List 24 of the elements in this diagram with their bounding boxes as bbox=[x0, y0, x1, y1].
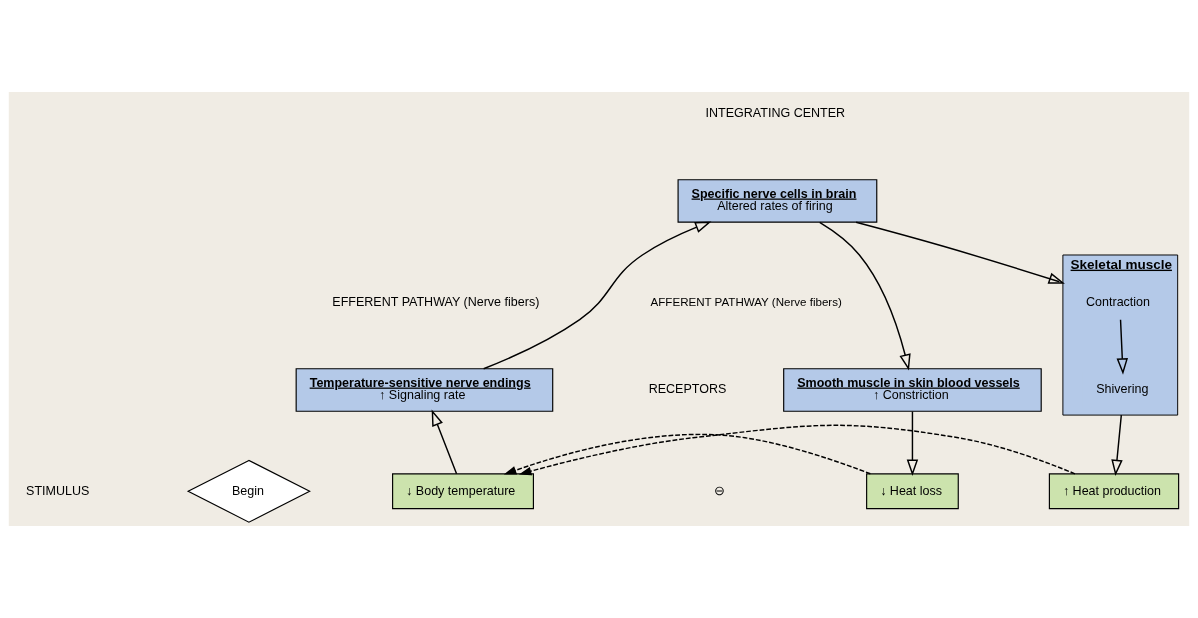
node-box: Temperature-sensitive nerve endings ↑ Signaling rate bbox=[295, 368, 554, 412]
node-box: ↑ Heat production bbox=[1048, 473, 1180, 510]
label: INTEGRATING CENTER bbox=[705, 105, 846, 120]
arrow bbox=[503, 433, 872, 475]
arrow bbox=[1116, 319, 1128, 375]
edge-label: AFFERENT PATHWAY (Nerve fibers) bbox=[650, 295, 842, 308]
arrow bbox=[906, 410, 919, 476]
node-text: Contraction bbox=[1086, 294, 1151, 309]
label: EFFERENT PATHWAY (Nerve fibers) bbox=[332, 294, 540, 309]
node-box: Specific nerve cells in brain Altered rates of firing bbox=[677, 179, 878, 223]
arrow bbox=[1111, 414, 1123, 477]
node-box: ↓ Heat loss bbox=[866, 473, 959, 510]
arrow bbox=[518, 424, 1076, 476]
arrow bbox=[818, 221, 911, 371]
label: ⊖ bbox=[713, 483, 725, 498]
node-box: ↓ Body temperature bbox=[392, 473, 534, 510]
arrow bbox=[855, 221, 1065, 284]
arrow bbox=[431, 409, 458, 475]
arrow bbox=[482, 221, 712, 370]
label: STIMULUS bbox=[26, 483, 90, 498]
label: RECEPTORS bbox=[648, 382, 727, 397]
node-diamond: Begin bbox=[186, 459, 311, 523]
node-text: Shivering bbox=[1096, 382, 1149, 397]
node-box: Smooth muscle in skin blood vessels ↑ Constriction bbox=[783, 368, 1042, 412]
